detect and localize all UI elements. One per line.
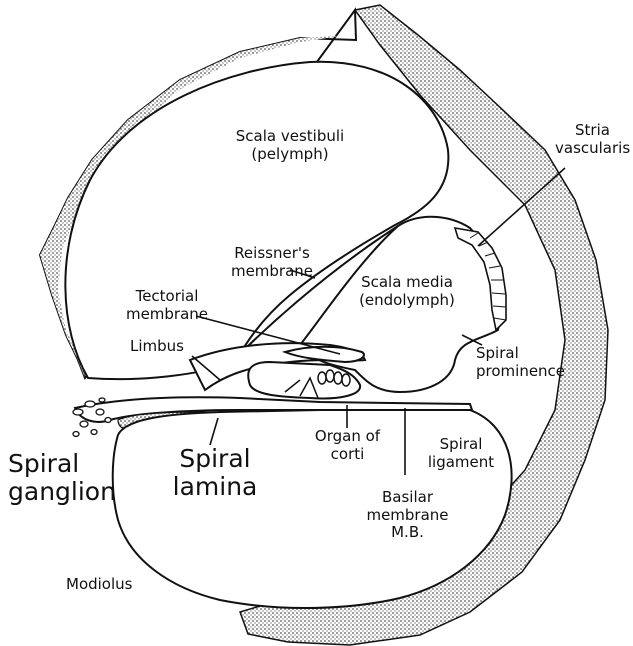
label-reissners-membrane: Reissner's membrane — [222, 245, 322, 280]
label-stria-vascularis: Stria vascularis — [555, 122, 630, 157]
label-basilar-membrane: Basilar membrane M.B. — [360, 489, 455, 542]
label-organ-of-corti: Organ of corti — [305, 428, 390, 463]
label-tectorial-membrane: Tectorial membrane — [112, 288, 222, 323]
label-spiral-lamina: Spiral lamina — [160, 445, 270, 501]
label-spiral-ligament: Spiral ligament — [426, 436, 496, 471]
label-scala-vestibuli: Scala vestibuli (pelymph) — [225, 128, 355, 163]
label-spiral-prominence: Spiral prominence — [476, 345, 576, 380]
label-scala-media: Scala media (endolymph) — [352, 274, 462, 309]
label-limbus: Limbus — [130, 338, 200, 356]
label-modiolus: Modiolus — [66, 576, 166, 594]
label-spiral-ganglion: Spiral ganglion — [8, 450, 128, 506]
